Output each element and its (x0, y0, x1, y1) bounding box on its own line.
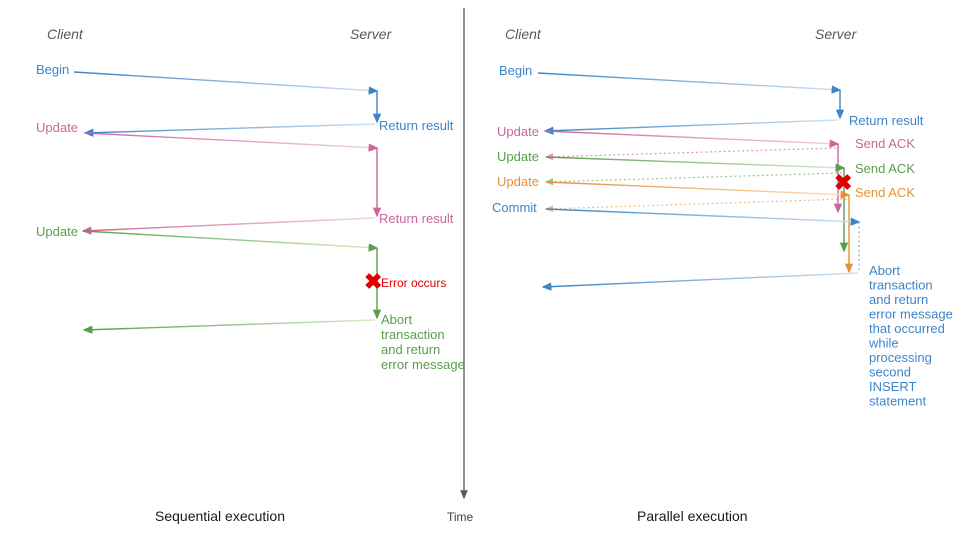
left-label-begin: Begin (36, 62, 69, 77)
left-abort-line-0: Abort (381, 312, 412, 327)
left-arrow-abort (82, 319, 376, 334)
left-label-error: Error occurs (381, 276, 446, 290)
right-label-begin: Begin (499, 63, 532, 78)
left-abort-line-1: transaction (381, 327, 445, 342)
right-abort-line-1: transaction (869, 278, 933, 293)
right-panel: Client Server Begin Return result Update… (492, 26, 960, 524)
right-arrow-ack-2 (544, 172, 843, 186)
left-arrow-return-result-1 (83, 123, 376, 137)
right-abort-line-4: that occurred (869, 321, 945, 336)
right-abort-line-2: and return (869, 292, 928, 307)
right-abort-line-0: Abort (869, 263, 900, 278)
right-label-return-result: Return result (849, 113, 924, 128)
right-label-abort: Abort transaction and return error messa… (868, 263, 960, 409)
right-label-update-3: Update (497, 174, 539, 189)
right-error-x-icon: ✖ (834, 170, 852, 195)
right-arrow-update-1 (544, 130, 840, 148)
left-caption: Sequential execution (155, 508, 285, 524)
right-label-update-2: Update (497, 149, 539, 164)
left-abort-line-3: error message (381, 357, 465, 372)
right-abort-line-9: statement (869, 394, 926, 409)
right-abort-line-7: second (869, 365, 911, 380)
right-arrow-ack-1 (544, 147, 837, 161)
time-axis-label: Time (447, 510, 474, 524)
right-arrow-abort (541, 272, 859, 291)
right-label-send-ack-3: Send ACK (855, 185, 915, 200)
right-caption: Parallel execution (637, 508, 748, 524)
left-arrow-begin (73, 71, 379, 95)
left-label-return-result-1: Return result (379, 118, 454, 133)
right-abort-line-5: while (868, 336, 899, 351)
left-label-update-1: Update (36, 120, 78, 135)
right-abort-line-8: INSERT (869, 379, 916, 394)
left-label-abort: Abort transaction and return error messa… (381, 312, 483, 372)
left-arrow-update-2 (82, 230, 379, 252)
left-label-update-2: Update (36, 224, 78, 239)
right-arrow-update-2 (545, 156, 846, 172)
right-label-update-1: Update (497, 124, 539, 139)
left-actor-server: Server (350, 26, 393, 42)
right-label-commit: Commit (492, 200, 537, 215)
right-arrow-commit (545, 208, 861, 226)
left-label-return-result-2: Return result (379, 211, 454, 226)
right-arrow-update-3 (545, 181, 851, 199)
right-abort-line-3: error message (869, 307, 953, 322)
left-arrow-return-result-2 (81, 217, 376, 235)
right-abort-line-6: processing (869, 350, 932, 365)
right-label-send-ack-1: Send ACK (855, 136, 915, 151)
left-panel: Client Server Begin Return result Update… (36, 26, 483, 524)
right-arrow-begin (537, 72, 842, 94)
right-arrow-ack-3 (544, 198, 848, 213)
right-actor-server: Server (815, 26, 858, 42)
left-arrow-update-1 (84, 132, 379, 152)
right-label-send-ack-2: Send ACK (855, 161, 915, 176)
left-actor-client: Client (47, 26, 84, 42)
right-actor-client: Client (505, 26, 542, 42)
left-error-x-icon: ✖ (364, 269, 382, 294)
right-arrow-return-result (543, 119, 839, 135)
left-abort-line-2: and return (381, 342, 440, 357)
